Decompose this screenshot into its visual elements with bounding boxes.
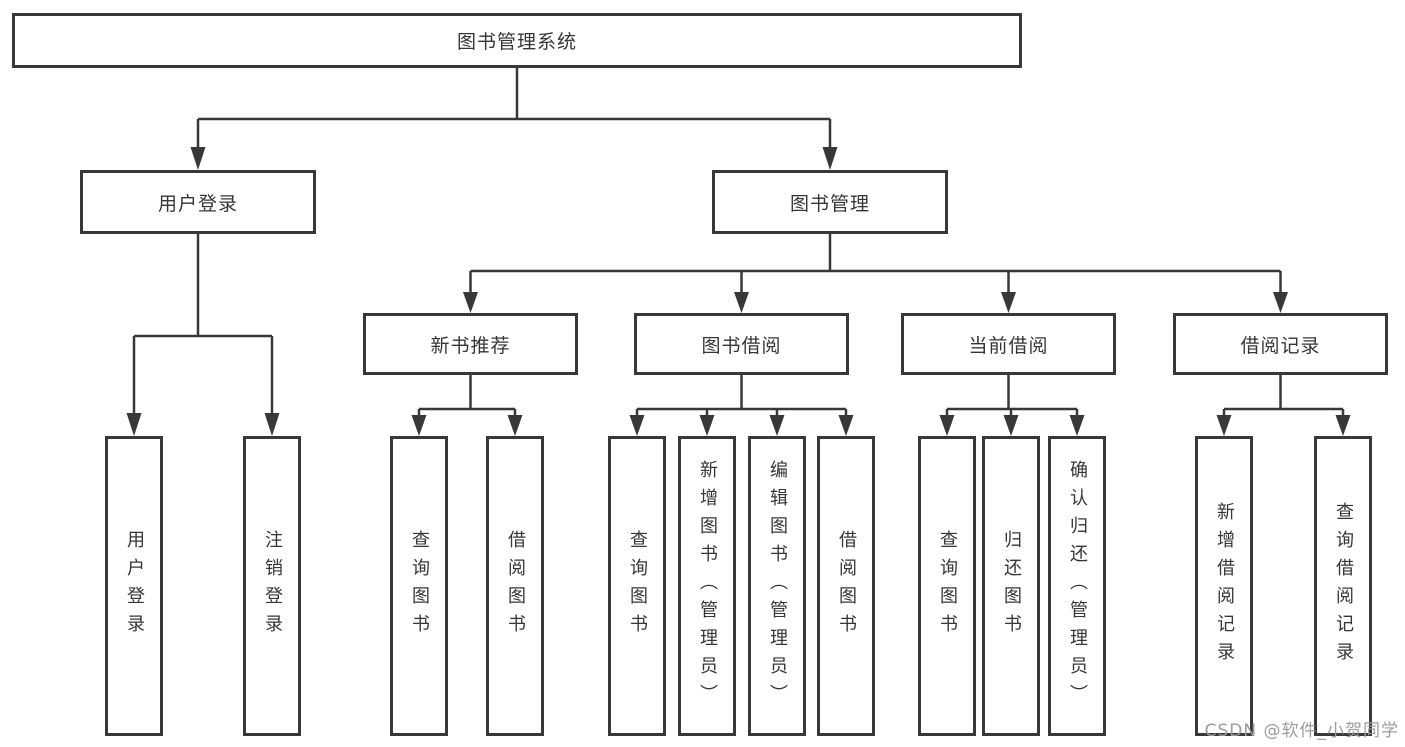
leaf-records-query-record-label: 查询借阅记录	[1333, 502, 1354, 670]
leaf-borrowing-borrow-books: 借阅图书	[817, 436, 875, 736]
leaf-borrowing-edit-books-admin: 编辑图书（管理员）	[748, 436, 806, 736]
node-book-management: 图书管理	[712, 170, 948, 234]
leaf-current-return-books-label: 归还图书	[1001, 530, 1022, 642]
node-root: 图书管理系统	[12, 13, 1022, 68]
leaf-borrowing-edit-books-admin-label: 编辑图书（管理员）	[767, 460, 788, 712]
leaf-recommend-query-books: 查询图书	[390, 436, 448, 736]
leaf-logout: 注销登录	[243, 436, 301, 736]
leaf-records-query-record: 查询借阅记录	[1314, 436, 1372, 736]
node-borrowing-records-label: 借阅记录	[1240, 334, 1321, 357]
node-root-label: 图书管理系统	[456, 31, 577, 53]
leaf-logout-label: 注销登录	[262, 530, 283, 642]
node-new-book-recommend-label: 新书推荐	[430, 334, 511, 357]
node-user-login: 用户登录	[80, 170, 316, 234]
leaf-records-add-record-label: 新增借阅记录	[1214, 502, 1235, 670]
leaf-recommend-borrow-books-label: 借阅图书	[505, 530, 526, 642]
leaf-user-login-label: 用户登录	[124, 530, 145, 642]
leaf-user-login: 用户登录	[105, 436, 163, 736]
node-user-login-label: 用户登录	[157, 192, 238, 215]
node-borrowing-records: 借阅记录	[1173, 313, 1388, 375]
node-current-borrowing-label: 当前借阅	[968, 334, 1049, 357]
node-book-borrowing-label: 图书借阅	[701, 334, 782, 357]
csdn-watermark: CSDN @软件_小贺同学	[1204, 721, 1399, 741]
node-book-borrowing: 图书借阅	[634, 313, 849, 375]
leaf-current-query-books: 查询图书	[918, 436, 976, 736]
leaf-borrowing-query-books-label: 查询图书	[627, 530, 648, 642]
leaf-current-return-books: 归还图书	[982, 436, 1040, 736]
leaf-recommend-borrow-books: 借阅图书	[486, 436, 544, 736]
leaf-recommend-query-books-label: 查询图书	[409, 530, 430, 642]
leaf-borrowing-add-books-admin: 新增图书（管理员）	[678, 436, 736, 736]
leaf-borrowing-add-books-admin-label: 新增图书（管理员）	[697, 460, 718, 712]
node-book-management-label: 图书管理	[789, 192, 870, 215]
node-current-borrowing: 当前借阅	[901, 313, 1116, 375]
leaf-current-confirm-return-admin: 确认归还（管理员）	[1048, 436, 1106, 736]
leaf-current-query-books-label: 查询图书	[937, 530, 958, 642]
leaf-current-confirm-return-admin-label: 确认归还（管理员）	[1067, 460, 1088, 712]
leaf-borrowing-borrow-books-label: 借阅图书	[836, 530, 857, 642]
leaf-borrowing-query-books: 查询图书	[608, 436, 666, 736]
leaf-records-add-record: 新增借阅记录	[1195, 436, 1253, 736]
node-new-book-recommend: 新书推荐	[363, 313, 578, 375]
